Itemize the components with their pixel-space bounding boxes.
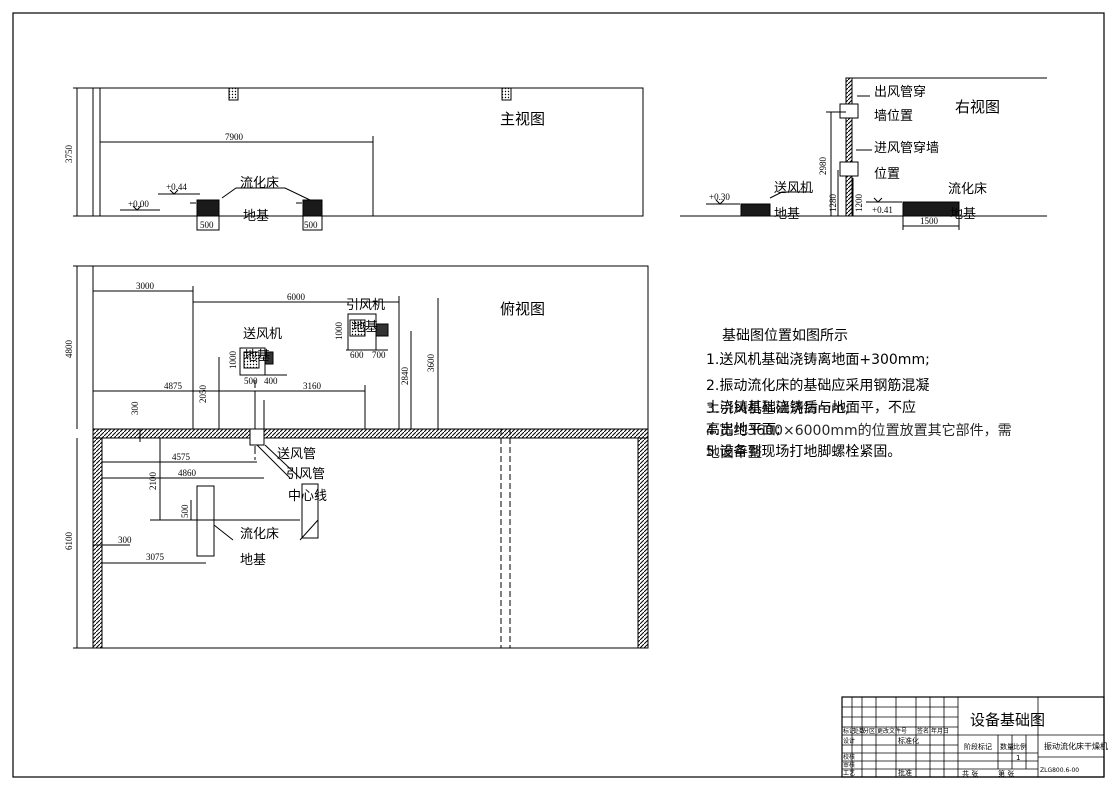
dim-2840: 2840 bbox=[400, 367, 410, 386]
title-block-name: 设备基础图 bbox=[970, 711, 1045, 729]
title-block-r2: 处数 bbox=[853, 727, 865, 735]
right-foundation-label-b: 地基 bbox=[950, 207, 976, 222]
dim-2100: 2100 bbox=[148, 472, 158, 491]
note-2: 2.振动流化床的基础应采用钢筋混凝 bbox=[706, 378, 930, 394]
dim-4800: 4800 bbox=[64, 340, 74, 359]
outlet-wall-label-1: 出风管穿 bbox=[874, 84, 926, 100]
right-fluid-bed-label: 流化床 bbox=[948, 182, 987, 197]
right-view-title: 右视图 bbox=[955, 98, 1000, 116]
inlet-wall-label-1: 进风管穿墙 bbox=[874, 140, 939, 156]
dim-1200: 1200 bbox=[854, 194, 864, 213]
title-block-sheet: 第 张 bbox=[998, 769, 1014, 778]
title-block-r1: 标记 bbox=[843, 727, 855, 735]
top-view-title: 俯视图 bbox=[500, 300, 545, 318]
inlet-wall-label-2: 位置 bbox=[874, 167, 900, 182]
level-041: +0.41 bbox=[872, 205, 893, 215]
title-block-approve: 批准 bbox=[898, 768, 912, 777]
title-block-code: ZLG800.6-00 bbox=[1040, 767, 1079, 774]
dim-1000-fan: 1000 bbox=[334, 322, 344, 341]
note-3a: 土浇铸基础浇铸后与地面平，不应 bbox=[706, 400, 916, 416]
title-block-product: 振动流化床干燥机 bbox=[1044, 741, 1108, 751]
dim-500-bed: 500 bbox=[180, 504, 190, 518]
dim-300-bottom: 300 bbox=[118, 535, 132, 545]
dim-1280: 1280 bbox=[828, 194, 838, 213]
dim-3000: 3000 bbox=[136, 281, 155, 291]
outlet-wall-label-2: 墙位置 bbox=[874, 109, 913, 124]
induced-pipe-label: 引风管 bbox=[286, 467, 325, 482]
supply-pipe-label: 送风管 bbox=[277, 447, 316, 462]
right-view bbox=[680, 77, 1047, 230]
dim-3600: 3600 bbox=[426, 354, 436, 373]
right-foundation-label-a: 地基 bbox=[774, 207, 800, 222]
title-block-qty: 1 bbox=[1016, 754, 1020, 762]
dim-600-fan: 600 bbox=[350, 350, 364, 360]
title-block-r3: 分区 bbox=[863, 727, 875, 735]
top-induced-fan-foundation-label: 地基 bbox=[352, 320, 378, 335]
note-5a: 5.设备到现场打地脚螺栓紧固。 bbox=[706, 444, 902, 460]
title-block-std: 标准化 bbox=[898, 736, 919, 745]
dim-4875: 4875 bbox=[164, 381, 183, 391]
dim-7900: 7900 bbox=[225, 132, 244, 142]
front-view bbox=[73, 87, 644, 231]
top-blower-foundation-label: 地基 bbox=[244, 349, 270, 364]
dim-4860: 4860 bbox=[178, 468, 197, 478]
title-block-r5: 签名 bbox=[917, 727, 929, 735]
dim-3750: 3750 bbox=[64, 145, 74, 164]
dim-700-fan: 700 bbox=[372, 350, 386, 360]
top-fluid-bed-label: 流化床 bbox=[240, 527, 279, 542]
top-blower-label: 送风机 bbox=[243, 327, 282, 342]
dim-300-top: 300 bbox=[130, 401, 140, 415]
level-030: +0.30 bbox=[709, 192, 730, 202]
title-block-weight: 数量 bbox=[1000, 742, 1014, 751]
dim-2980: 2980 bbox=[818, 157, 828, 176]
dim-400-blower: 400 bbox=[264, 376, 278, 386]
level-000: +0.00 bbox=[128, 199, 149, 209]
note-4b: 4.宽约3600×6000mm的位置放置其它部件，需 bbox=[706, 423, 1012, 439]
top-view bbox=[73, 265, 649, 649]
note-1: 1.送风机基础浇铸离地面+300mm; bbox=[706, 352, 930, 368]
dim-500-b: 500 bbox=[304, 220, 318, 230]
dim-4575: 4575 bbox=[172, 452, 191, 462]
title-block-design: 设计 bbox=[843, 737, 855, 745]
front-foundation-label: 地基 bbox=[243, 209, 269, 224]
dim-1000-blower: 1000 bbox=[228, 351, 238, 370]
dim-3075: 3075 bbox=[146, 552, 165, 562]
level-044: +0.44 bbox=[166, 182, 187, 192]
front-view-title: 主视图 bbox=[500, 110, 545, 128]
dim-1500: 1500 bbox=[920, 216, 939, 226]
notes-title: 基础图位置如图所示 bbox=[722, 328, 848, 344]
dim-3160: 3160 bbox=[303, 381, 322, 391]
top-bed-foundation-label: 地基 bbox=[240, 553, 266, 568]
dim-500-a: 500 bbox=[200, 220, 214, 230]
note-3b: 3.引风机基础浇铸mm; bbox=[706, 401, 850, 417]
note-5b: 地面平整 bbox=[706, 445, 762, 461]
top-induced-fan-label: 引风机 bbox=[346, 298, 385, 313]
right-blower-label: 送风机 bbox=[774, 181, 813, 196]
title-block-check: 校核 bbox=[843, 753, 855, 761]
dim-500-blower: 500 bbox=[244, 376, 258, 386]
dim-2050: 2050 bbox=[198, 385, 208, 404]
title-block-review: 审核 bbox=[843, 761, 855, 769]
sheet-border bbox=[12, 12, 1105, 778]
note-4a: 高出地平面; bbox=[706, 422, 781, 438]
title-block bbox=[841, 696, 1105, 778]
dim-6100: 6100 bbox=[64, 532, 74, 551]
title-block-total: 共 张 bbox=[962, 769, 978, 778]
title-block-r6: 年月日 bbox=[931, 727, 949, 735]
notes-block: 基础图位置如图所示 1.送风机基础浇铸离地面+300mm; 2.振动流化床的基础… bbox=[706, 326, 1036, 478]
title-block-r4: 更改文件号 bbox=[877, 727, 907, 735]
centerline-label: 中心线 bbox=[288, 489, 327, 504]
title-block-scale: 比例 bbox=[1013, 742, 1027, 751]
front-fluid-bed-label: 流化床 bbox=[240, 176, 279, 191]
title-block-stage: 阶段标记 bbox=[964, 742, 992, 751]
dim-6000: 6000 bbox=[287, 292, 306, 302]
title-block-process: 工艺 bbox=[843, 769, 855, 777]
